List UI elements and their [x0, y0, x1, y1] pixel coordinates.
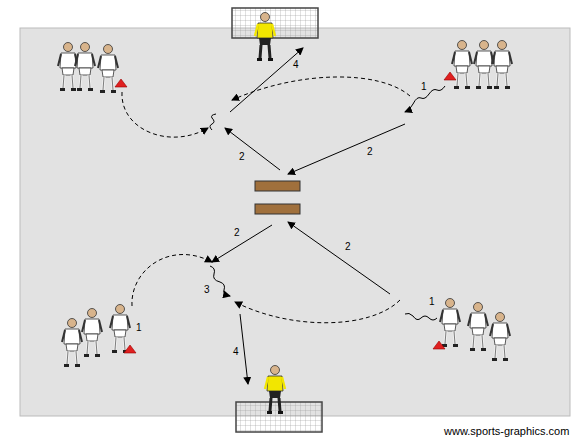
- callout-number: 3: [203, 284, 211, 295]
- callout-number: 4: [292, 59, 300, 70]
- callout-number: 1: [428, 296, 436, 307]
- pitch: [20, 28, 570, 416]
- callout-number: 2: [366, 146, 374, 157]
- watermark: www.sports-graphics.com: [443, 426, 570, 437]
- callout-number: 1: [420, 81, 428, 92]
- callout-number: 2: [238, 151, 246, 162]
- callout-number: 1: [135, 322, 143, 333]
- callout-number: 4: [232, 346, 240, 357]
- benches: [255, 181, 300, 214]
- callout-number: 2: [344, 241, 352, 252]
- callout-number: 2: [233, 227, 241, 238]
- drill-paths: [122, 48, 445, 384]
- players: [58, 13, 512, 415]
